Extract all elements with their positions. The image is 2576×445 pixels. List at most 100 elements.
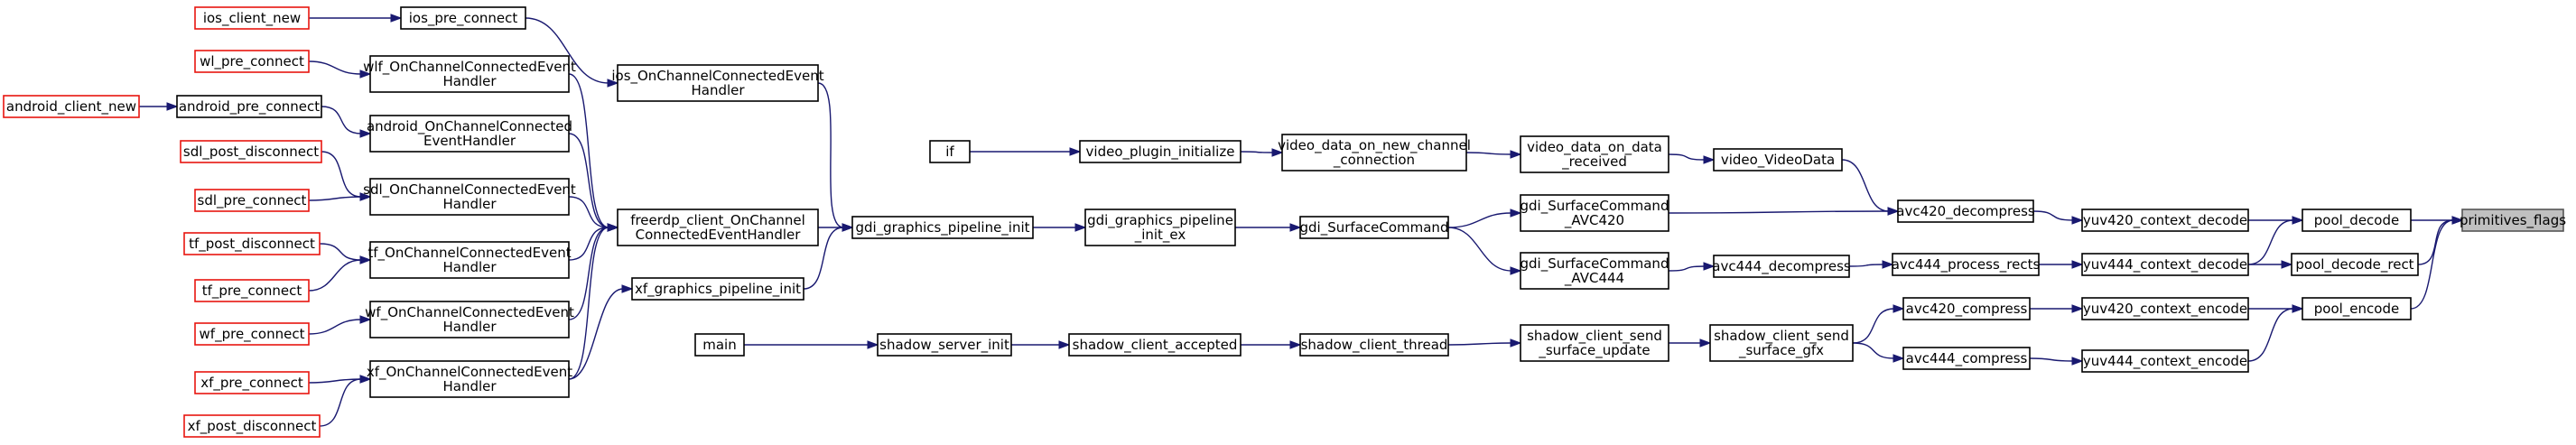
node-sdl-pre-connect[interactable]: sdl_pre_connect [194, 189, 310, 212]
node-freerdp-client-OnChannel[interactable]: freerdp_client_OnChannelConnectedEventHa… [617, 209, 819, 246]
edge-line [568, 73, 609, 228]
edge-wl-pre-connect-to-wlf-OnChannel [308, 60, 372, 79]
node-sdl-post-disconnect[interactable]: sdl_post_disconnect [180, 140, 322, 163]
node-gdi-graphics-pipeline-init-ex[interactable]: gdi_graphics_pipeline_init_ex [1084, 209, 1236, 246]
node-box [2302, 209, 2412, 232]
node-box [1079, 140, 1242, 163]
node-main[interactable]: main [694, 333, 745, 357]
node-shadow-client-send-surface-gfx[interactable]: shadow_client_send_surface_gfx [1709, 324, 1854, 362]
node-yuv420-context-decode[interactable]: yuv420_context_decode [2081, 209, 2249, 232]
edge-line [2029, 357, 2074, 362]
node-wl-pre-connect[interactable]: wl_pre_connect [194, 50, 310, 73]
node-box [851, 216, 1034, 239]
edge-gdi-SurfaceCommand-AVC420-to-avc420-decompress [1668, 207, 1900, 216]
node-pool-encode[interactable]: pool_encode [2302, 297, 2412, 320]
node-android-pre-connect[interactable]: android_pre_connect [176, 95, 322, 118]
node-shadow-client-thread[interactable]: shadow_client_thread [1299, 333, 1449, 357]
node-label: avc444_compress [1906, 350, 2028, 367]
node-label: xf_graphics_pipeline_init [635, 281, 801, 298]
node-tf-post-disconnect[interactable]: tf_post_disconnect [183, 232, 321, 255]
node-label: video_data_on_new_channel [1278, 137, 1471, 154]
node-tf-pre-connect[interactable]: tf_pre_connect [194, 279, 310, 302]
edge-yuv444-context-decode-to-pool-decode [2247, 216, 2304, 265]
node-android-client-new[interactable]: android_client_new [3, 95, 140, 118]
node-gdi-SurfaceCommand[interactable]: gdi_SurfaceCommand [1299, 216, 1449, 239]
node-ios-client-new[interactable]: ios_client_new [194, 6, 310, 30]
node-box [1281, 134, 1467, 172]
node-box [3, 95, 140, 118]
edge-shadow-client-send-surface-gfx-to-avc420-compress [1852, 304, 1905, 344]
node-avc420-compress[interactable]: avc420_compress [1902, 297, 2031, 320]
node-label: _received [1561, 153, 1627, 171]
node-video-on-new-channel[interactable]: video_data_on_new_channel_connection [1278, 134, 1471, 172]
edge-line [2410, 219, 2454, 310]
edge-gdi-graphics-pipeline-init-ex-to-gdi-SurfaceCommand [1235, 223, 1302, 232]
edge-line [321, 106, 362, 134]
arrowhead-icon [867, 340, 879, 349]
node-box [1068, 333, 1242, 357]
node-avc420-decompress[interactable]: avc420_decompress [1896, 199, 2035, 223]
node-xf-post-disconnect[interactable]: xf_post_disconnect [183, 414, 321, 438]
node-shadow-server-init[interactable]: shadow_server_init [877, 333, 1012, 357]
node-label: sdl_OnChannelConnectedEvent [363, 181, 576, 199]
edge-tf-pre-connect-to-tf-OnChannel [308, 255, 372, 292]
node-box [2461, 209, 2564, 232]
node-primitives-flags[interactable]: primitives_flags [2460, 209, 2566, 232]
node-avc444-compress[interactable]: avc444_compress [1902, 347, 2031, 370]
node-label: shadow_client_accepted [1073, 337, 1238, 354]
node-xf-pre-connect[interactable]: xf_pre_connect [194, 371, 310, 394]
node-ios-pre-connect[interactable]: ios_pre_connect [400, 6, 526, 30]
arrowhead-icon [359, 129, 372, 138]
node-label: gdi_graphics_pipeline [1087, 212, 1233, 229]
node-label: Handler [442, 378, 497, 394]
edge-line [319, 243, 362, 261]
node-yuv420-context-encode[interactable]: yuv420_context_encode [2081, 297, 2249, 320]
node-box [194, 279, 310, 302]
node-xf-graphics-pipeline-init[interactable]: xf_graphics_pipeline_init [631, 277, 804, 301]
node-box [1709, 324, 1854, 362]
edge-line [308, 60, 362, 75]
node-shadow-client-accepted[interactable]: shadow_client_accepted [1068, 333, 1242, 357]
node-video-VideoData[interactable]: video_VideoData [1713, 148, 1843, 172]
node-video-on-data-received[interactable]: video_data_on_data_received [1520, 135, 1669, 173]
node-wf-pre-connect[interactable]: wf_pre_connect [194, 322, 310, 346]
arrowhead-icon [359, 255, 372, 264]
node-yuv444-context-encode[interactable]: yuv444_context_encode [2081, 349, 2249, 373]
edge-line [2417, 219, 2454, 265]
edge-if-to-video-plugin-initialize [970, 147, 1082, 156]
node-box [1713, 255, 1850, 278]
edge-video-VideoData-to-avc420-decompress [1841, 159, 1900, 216]
node-gdi-graphics-pipeline-init[interactable]: gdi_graphics_pipeline_init [851, 216, 1034, 239]
node-avc444-decompress[interactable]: avc444_decompress [1712, 255, 1851, 278]
edge-wf-pre-connect-to-wf-OnChannel [308, 315, 372, 335]
node-label: gdi_SurfaceCommand [1520, 255, 1669, 273]
node-pool-decode-rect[interactable]: pool_decode_rect [2291, 253, 2419, 276]
node-gdi-SurfaceCommand-AVC444[interactable]: gdi_SurfaceCommand_AVC444 [1520, 252, 1669, 290]
node-gdi-SurfaceCommand-AVC420[interactable]: gdi_SurfaceCommand_AVC420 [1520, 194, 1669, 232]
node-shadow-client-send-surface-update[interactable]: shadow_client_send_surface_update [1520, 324, 1669, 362]
node-yuv444-context-decode[interactable]: yuv444_context_decode [2081, 253, 2249, 276]
node-video-plugin-initialize[interactable]: video_plugin_initialize [1079, 140, 1242, 163]
edge-gdi-SurfaceCommand-to-gdi-SurfaceCommand-AVC444 [1447, 227, 1522, 275]
arrowhead-icon [2292, 304, 2304, 313]
node-avc444-process-rects[interactable]: avc444_process_rects [1892, 253, 2041, 276]
node-label: shadow_client_thread [1301, 337, 1448, 354]
node-if[interactable]: if [929, 140, 971, 163]
arrowhead-icon [390, 14, 403, 23]
node-label: main [702, 337, 736, 353]
node-label: Handler [442, 196, 497, 212]
arrowhead-icon [1069, 147, 1082, 156]
node-pool-decode[interactable]: pool_decode [2302, 209, 2412, 232]
node-label: yuv444_context_encode [2083, 353, 2247, 370]
edge-pool-encode-to-primitives-flags [2410, 216, 2464, 310]
edge-yuv444-context-decode-to-pool-decode-rect [2247, 260, 2293, 269]
edge-line [568, 288, 624, 380]
edge-gdi-SurfaceCommand-AVC444-to-avc444-decompress [1668, 262, 1716, 272]
